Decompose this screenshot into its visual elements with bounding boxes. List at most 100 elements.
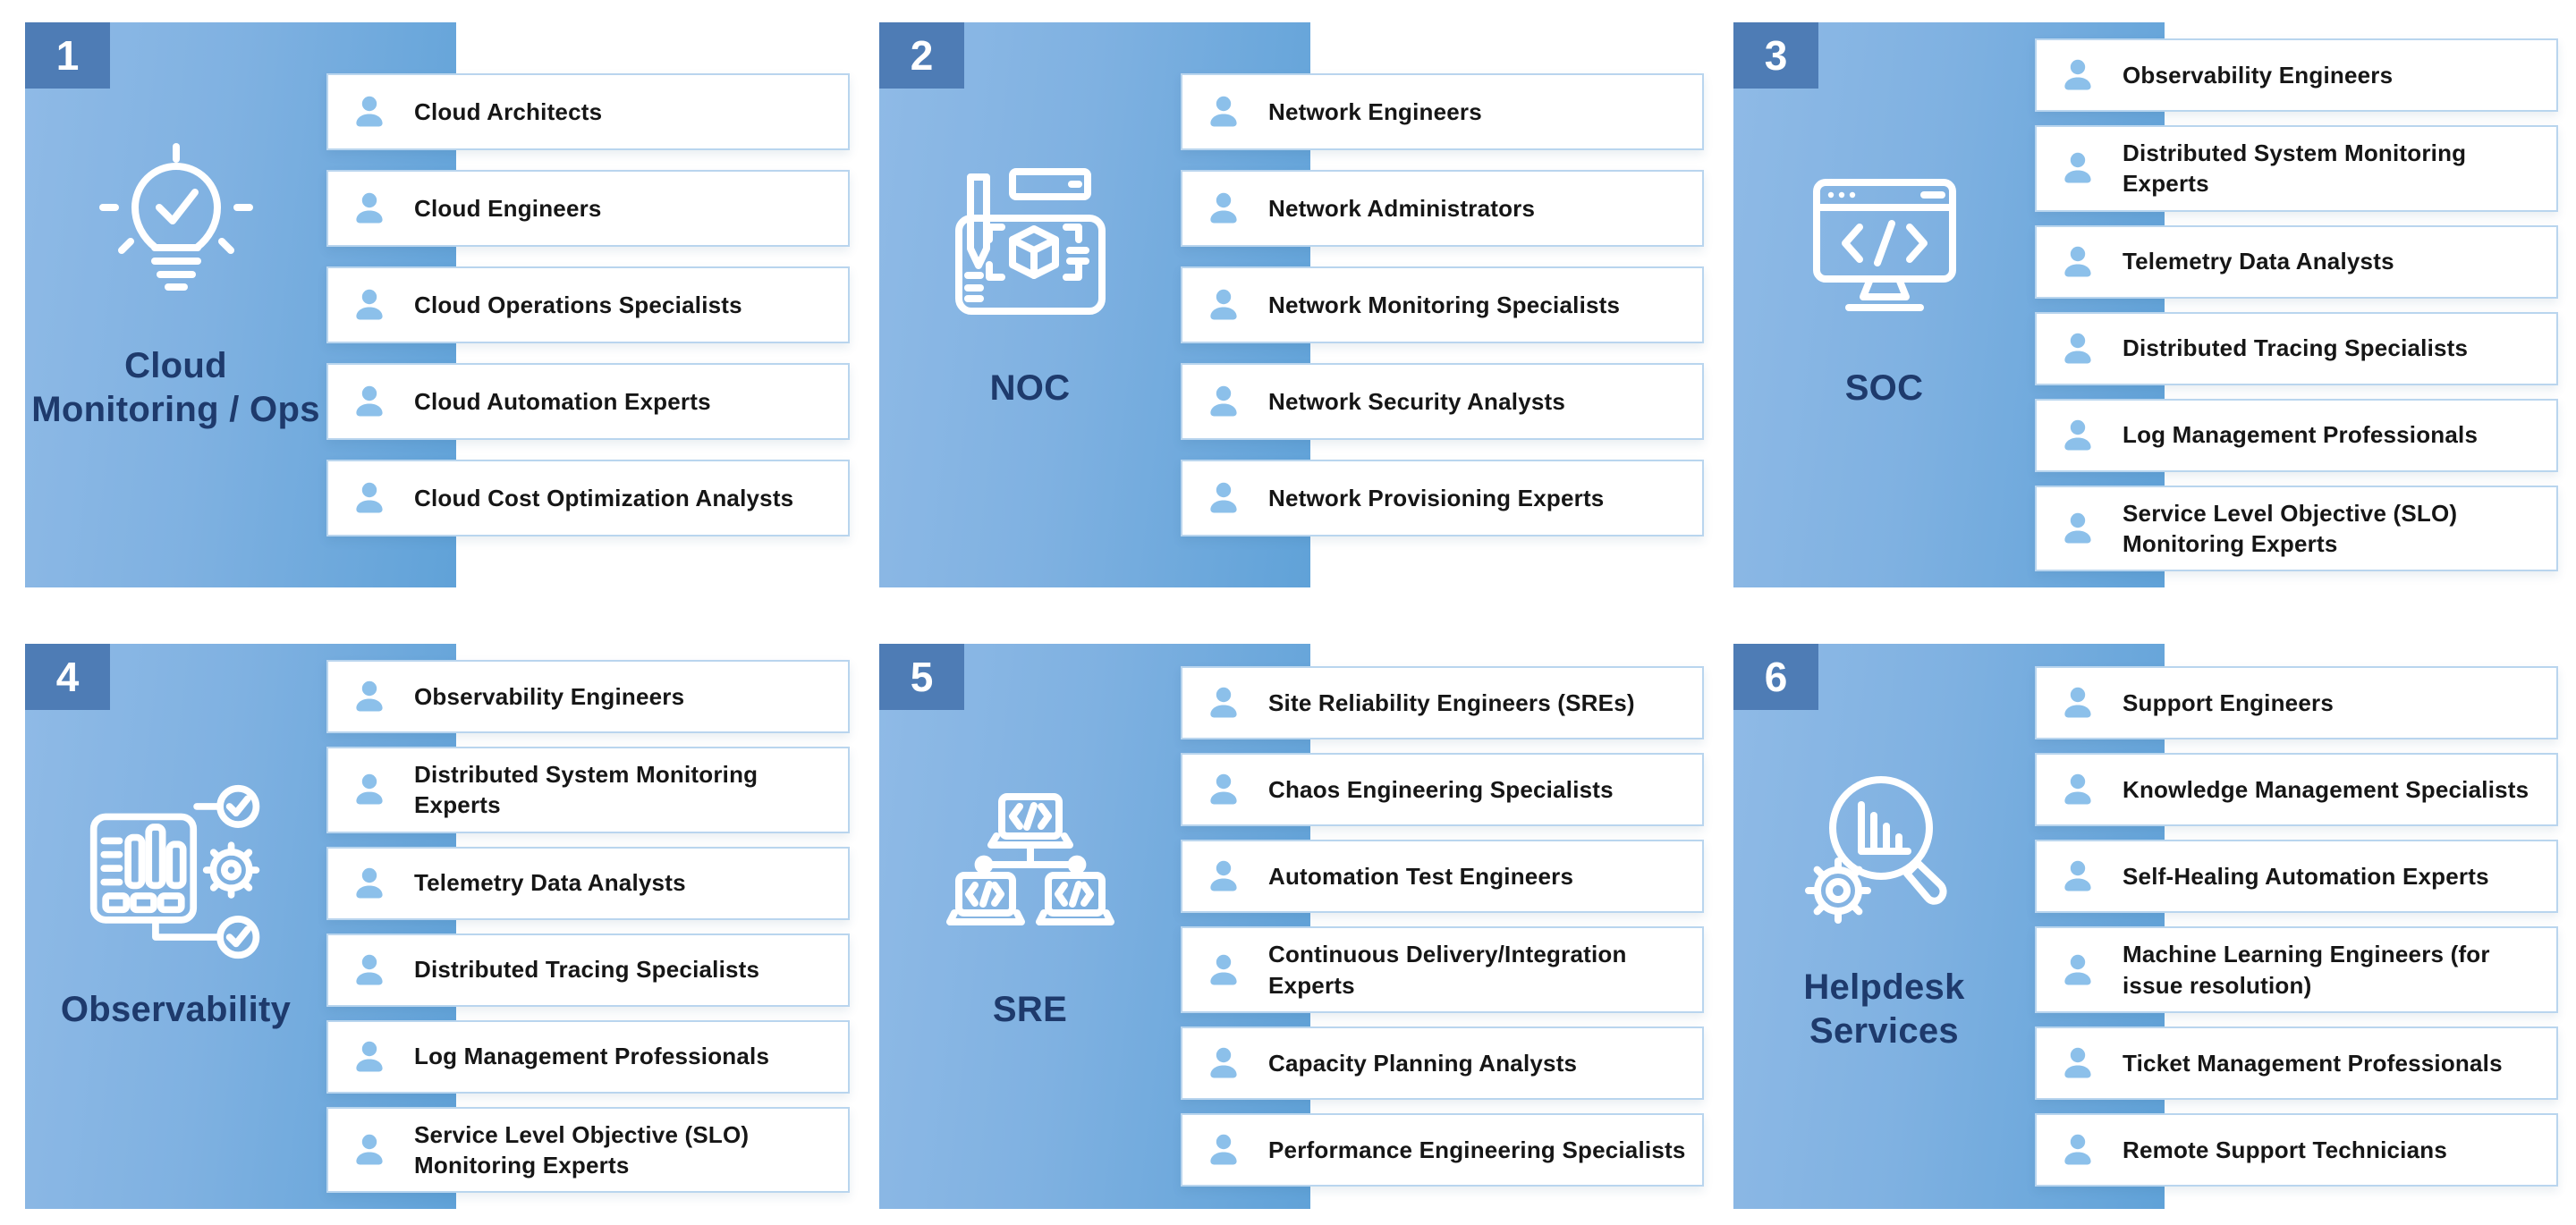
person-icon (1202, 187, 1245, 230)
role-item: Distributed Tracing Specialists (326, 933, 850, 1007)
person-icon (2056, 507, 2099, 550)
role-label: Performance Engineering Specialists (1268, 1136, 1686, 1163)
role-item: Ticket Management Professionals (2035, 1026, 2558, 1100)
role-label: Automation Test Engineers (1268, 863, 1574, 891)
role-item: Cloud Automation Experts (326, 363, 850, 440)
team-card: 6 Helpdesk Services Support Engineers Kn… (1733, 644, 2558, 1209)
role-label: Telemetry Data Analysts (414, 869, 686, 897)
team-card: 3 SOC Observability Engineers Distribute… (1733, 22, 2558, 587)
role-label: Cloud Architects (414, 97, 603, 125)
person-icon (2056, 1128, 2099, 1171)
person-icon (348, 675, 391, 718)
person-icon (1202, 380, 1245, 423)
role-label: Network Monitoring Specialists (1268, 291, 1621, 318)
person-icon (2056, 1042, 2099, 1085)
role-label: Cloud Cost Optimization Analysts (414, 484, 794, 511)
number-badge: 4 (25, 644, 110, 710)
role-label: Distributed Tracing Specialists (414, 956, 760, 984)
person-icon (2056, 414, 2099, 457)
role-label: Network Security Analysts (1268, 387, 1566, 415)
role-item: Continuous Delivery/Integration Experts (1181, 926, 1704, 1013)
role-label: Service Level Objective (SLO) Monitoring… (2123, 499, 2458, 557)
magnifier-chart-gear-icon (1795, 760, 1974, 939)
role-label: Ticket Management Professionals (2123, 1049, 2503, 1077)
role-item: Distributed Tracing Specialists (2035, 311, 2558, 385)
person-icon (1202, 949, 1245, 992)
role-item: Cloud Cost Optimization Analysts (326, 460, 850, 536)
person-icon (348, 949, 391, 992)
person-icon (2056, 241, 2099, 283)
role-item: Performance Engineering Specialists (1181, 1112, 1704, 1187)
card-title: Helpdesk Services (1803, 967, 1965, 1051)
role-label: Observability Engineers (414, 682, 685, 710)
role-label: Network Provisioning Experts (1268, 484, 1605, 511)
person-icon (1202, 1042, 1245, 1085)
person-icon (1202, 477, 1245, 520)
lightbulb-check-icon (87, 139, 266, 317)
person-icon (348, 187, 391, 230)
role-item: Cloud Architects (326, 73, 850, 150)
role-label: Service Level Objective (SLO) Monitoring… (414, 1120, 750, 1179)
person-icon (348, 1035, 391, 1078)
role-item: Support Engineers (2035, 666, 2558, 740)
role-label: Cloud Automation Experts (414, 387, 711, 415)
role-item: Telemetry Data Analysts (2035, 224, 2558, 299)
card-title: SRE (992, 989, 1068, 1029)
code-monitor-icon (1795, 161, 1974, 340)
roles-list: Network Engineers Network Administrators… (1181, 22, 1704, 587)
role-item: Observability Engineers (2035, 38, 2558, 112)
number-badge: 2 (879, 22, 964, 89)
person-icon (2056, 327, 2099, 370)
role-label: Telemetry Data Analysts (2123, 248, 2394, 275)
card-info: Observability (25, 624, 326, 1189)
card-info: Helpdesk Services (1733, 624, 2035, 1189)
role-item: Network Security Analysts (1181, 363, 1704, 440)
design-board-icon (941, 161, 1120, 340)
role-label: Site Reliability Engineers (SREs) (1268, 689, 1635, 717)
board-row-top: 1 Cloud Monitoring / Ops Cloud Architect… (25, 22, 2558, 587)
role-label: Cloud Operations Specialists (414, 291, 742, 318)
board-row-bottom: 4 Observability Observability Engineers … (25, 644, 2558, 1209)
role-label: Knowledge Management Specialists (2123, 776, 2529, 804)
dashboard-gear-icon (87, 782, 266, 961)
person-icon (348, 862, 391, 905)
role-label: Network Administrators (1268, 194, 1536, 222)
role-item: Self-Healing Automation Experts (2035, 840, 2558, 914)
role-item: Service Level Objective (SLO) Monitoring… (2035, 485, 2558, 572)
person-icon (348, 768, 391, 811)
role-label: Distributed System Monitoring Experts (414, 760, 758, 819)
role-item: Chaos Engineering Specialists (1181, 753, 1704, 827)
person-icon (348, 1128, 391, 1171)
person-icon (2056, 54, 2099, 97)
person-icon (2056, 147, 2099, 190)
card-panel: 4 Observability (25, 644, 456, 1209)
role-item: Cloud Engineers (326, 170, 850, 247)
role-item: Observability Engineers (326, 659, 850, 733)
team-card: 2 NOC Network Engineers Network Administ… (879, 22, 1704, 587)
role-item: Knowledge Management Specialists (2035, 753, 2558, 827)
number-badge: 6 (1733, 644, 1818, 710)
role-label: Distributed System Monitoring Experts (2123, 139, 2467, 198)
role-label: Chaos Engineering Specialists (1268, 776, 1614, 804)
roles-list: Observability Engineers Distributed Syst… (2035, 22, 2558, 587)
number-badge: 5 (879, 644, 964, 710)
card-title: Cloud Monitoring / Ops (31, 346, 320, 429)
role-item: Site Reliability Engineers (SREs) (1181, 666, 1704, 740)
team-card: 5 SRE Site Reliability Engineers (SREs) … (879, 644, 1704, 1209)
roles-list: Support Engineers Knowledge Management S… (2035, 644, 2558, 1209)
person-icon (2056, 855, 2099, 898)
card-title: NOC (989, 368, 1071, 408)
role-item: Distributed System Monitoring Experts (326, 746, 850, 833)
role-item: Network Engineers (1181, 73, 1704, 150)
role-item: Network Provisioning Experts (1181, 460, 1704, 536)
number-badge: 1 (25, 22, 110, 89)
role-item: Network Administrators (1181, 170, 1704, 247)
card-info: Cloud Monitoring / Ops (25, 3, 326, 568)
person-icon (1202, 1128, 1245, 1171)
role-item: Service Level Objective (SLO) Monitoring… (326, 1106, 850, 1194)
role-label: Observability Engineers (2123, 61, 2394, 89)
role-item: Telemetry Data Analysts (326, 846, 850, 920)
person-icon (1202, 90, 1245, 133)
person-icon (348, 477, 391, 520)
team-card: 1 Cloud Monitoring / Ops Cloud Architect… (25, 22, 850, 587)
